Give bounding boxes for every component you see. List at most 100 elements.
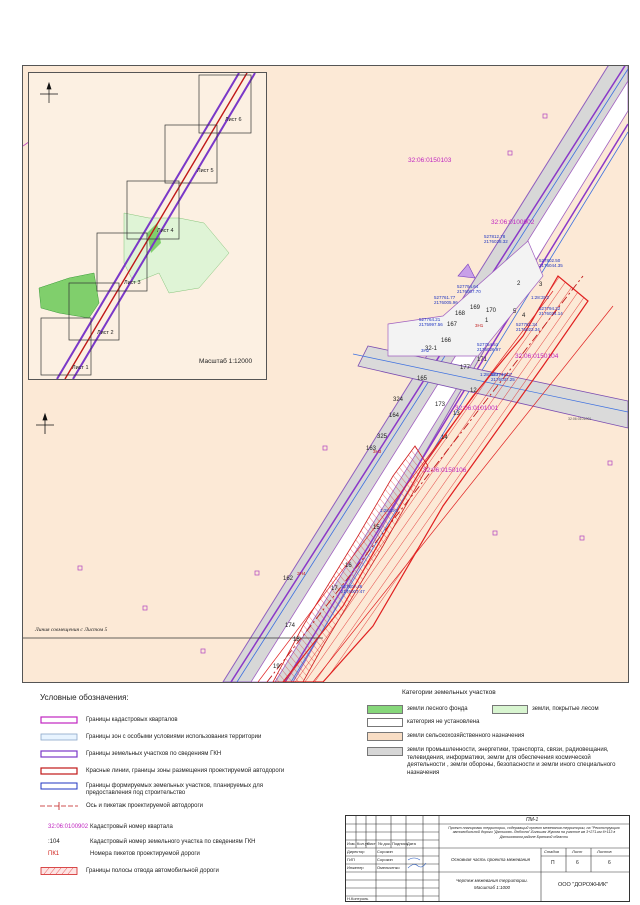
parcel-number: 174 [285, 623, 296, 629]
parcel-number: 164 [389, 413, 400, 419]
picket-label: 13 [453, 411, 460, 417]
inset-sheet-label: Лист 2 [97, 330, 114, 336]
inset-scale: Масштаб 1:12000 [199, 358, 253, 365]
stamp-header: Кол.уч [357, 841, 369, 846]
inset-sheet-label: Лист 6 [225, 117, 242, 123]
quarter-label: 32:06:0150103 [408, 157, 452, 164]
parcel-number: 177 [460, 365, 471, 371]
parcel-number: 166 [441, 338, 452, 344]
stamp-header: Подпись [392, 841, 408, 846]
stamp-stage-header: Стадия [544, 849, 559, 854]
parcel-code: 1:28:ЗУ3 [480, 372, 499, 377]
picket-label: 3 [539, 282, 543, 288]
picket-label: 18 [293, 637, 300, 643]
stamp-role: Директор [347, 849, 365, 854]
category-label: категория не установлена [407, 719, 480, 725]
category-swatch [367, 732, 403, 741]
stamp-stage-value: 6 [608, 860, 611, 866]
category-label: земли лесного фонда [407, 706, 468, 712]
parcel-number: 171 [477, 357, 488, 363]
inset-sheet-label: Лист 3 [124, 280, 141, 286]
stamp-header: № док. [378, 841, 391, 846]
main-map: 32:06:0150103 32:06:0100902 32:06:015010… [22, 65, 629, 683]
category-label: земли сельскохозяйственного назначения [407, 733, 525, 739]
parcel-number: 32-1 [425, 346, 438, 352]
quarter-label: 32:06:0101001 [455, 405, 499, 412]
category-swatch [367, 747, 403, 756]
categories-title: Категории земельных участков [402, 689, 496, 696]
stamp-name: Сорокин [377, 857, 393, 862]
title-block: ПМ-1 Проект планировки территории, содер… [345, 815, 630, 902]
parcel-number: 169 [470, 305, 481, 311]
inset-sheet-label: Лист 1 [72, 365, 89, 371]
stamp-project: Проект планировки территории, содержащий… [448, 826, 620, 839]
parcel-number: 165 [417, 376, 428, 382]
legend-title: Условные обозначения: [40, 693, 129, 702]
picket-label: 15 [373, 525, 380, 531]
stamp-name: Омельченко [377, 865, 400, 870]
parcel-number: 170 [486, 308, 497, 314]
stamp-header: Изм. [347, 841, 356, 846]
parcel-number: 325 [377, 434, 388, 440]
parcel-number: 162 [283, 576, 294, 582]
inset-sheet-label: Лист 4 [157, 228, 174, 234]
parcel-code: ЗН4 [297, 571, 306, 576]
stamp-header: Дата [407, 841, 416, 846]
stamp-drawing: Чертеж межевания территории. Масштаб 1:1… [456, 878, 528, 890]
category-swatch [492, 705, 528, 714]
stamp-section: Основная часть проекта межевания [451, 857, 531, 862]
category-swatch [367, 705, 403, 714]
stamp-code: ПМ-1 [526, 817, 539, 823]
parcel-number: 324 [393, 397, 404, 403]
parcel-code: 3Н3 [373, 449, 382, 454]
stamp-stage-header: Листов [597, 849, 612, 854]
parcel-number: 167 [447, 322, 458, 328]
stamp-role: Инженер [347, 865, 364, 870]
quarter-label: 32:06:0150106 [423, 467, 467, 474]
stamp-role: Н.Контроль [347, 896, 369, 901]
picket-label: 1 [485, 318, 489, 324]
parcel-code: 1:28:ЗУ4 [380, 508, 399, 513]
inset-sheet-label: Лист 5 [197, 168, 214, 174]
stamp-header: Лист [367, 841, 376, 846]
picket-label: 17 [331, 586, 338, 592]
parcel-number: 168 [455, 311, 466, 317]
category-label: земли промышленности, энергетики, трансп… [407, 747, 616, 776]
picket-label: 5 [513, 309, 517, 315]
parcel-code: 1:28:ЗУ2 [531, 295, 550, 300]
category-label: земли, покрытые лесом [532, 706, 599, 712]
picket-label: 4 [522, 313, 526, 319]
stamp-stage-header: Лист [572, 849, 583, 854]
picket-label: 2 [517, 281, 521, 287]
map-drawing [23, 66, 628, 682]
picket-label: 12 [470, 388, 477, 394]
parcel-code: 3Н1 [475, 323, 484, 328]
overview-inset: Лист 1 Лист 2 Лист 3 Лист 4 Лист 5 Лист … [28, 72, 267, 380]
stamp-role: ГИП [347, 857, 355, 862]
quarter-side-label: 32:06:0101001 [568, 417, 592, 421]
category-swatch [367, 718, 403, 727]
overview-drawing [38, 72, 256, 380]
stamp-stage-value: 6 [576, 860, 579, 866]
picket-label: 16 [345, 563, 352, 569]
parcel-number: 173 [435, 402, 446, 408]
quarter-label: 32:06:0150104 [515, 353, 559, 360]
picket-label: 19 [273, 664, 280, 670]
parcel-number: 163 [366, 446, 377, 452]
quarter-label: 32:06:0100902 [491, 219, 535, 226]
picket-label: 14 [441, 435, 448, 441]
stamp-company: ООО "ДОРОЖНИК" [558, 882, 609, 888]
parcel-code: 3Н2 [421, 348, 430, 353]
stamp-stage-value: П [551, 860, 555, 866]
